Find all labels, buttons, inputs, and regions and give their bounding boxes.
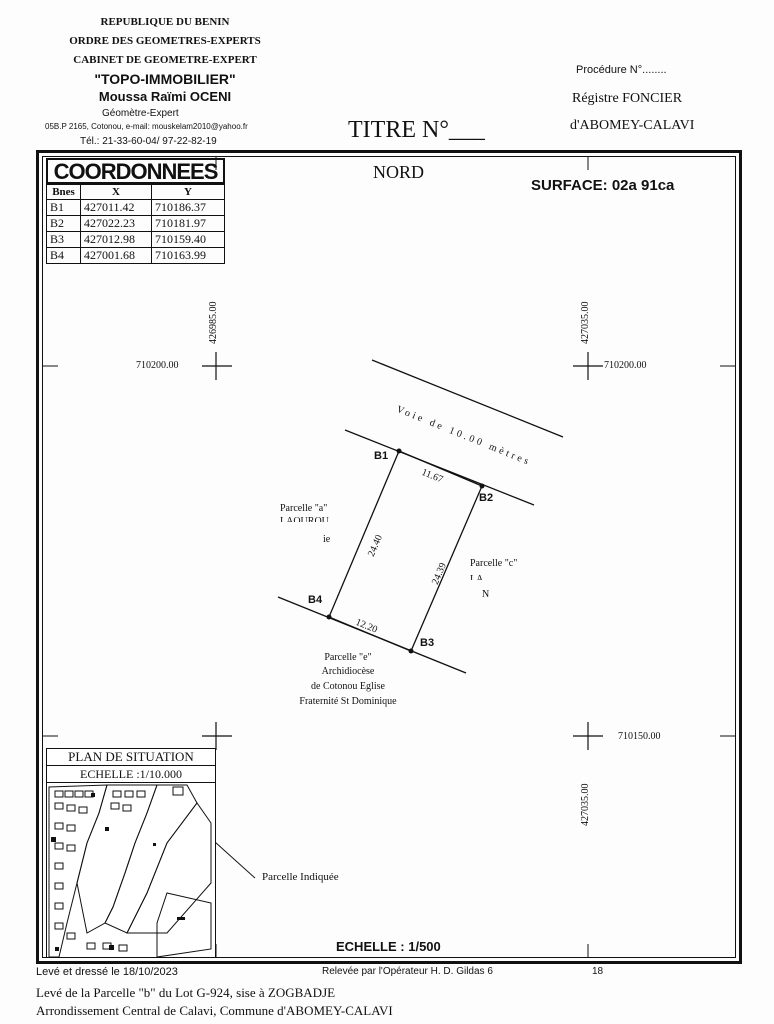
coordonnees-table: Bnes X Y B1 427011.42 710186.37 B2 42702… bbox=[46, 184, 225, 264]
parcelle-e-l2: Archidiocèse bbox=[321, 666, 375, 677]
grid-x-left: 426985.00 bbox=[208, 301, 219, 345]
situation-echelle: ECHELLE :1/10.000 bbox=[47, 766, 215, 783]
parcelle-polygon bbox=[328, 450, 483, 652]
procedure-number: Procédure N°........ bbox=[576, 64, 667, 76]
footer-relevee-tail: 18 bbox=[592, 966, 604, 977]
parcelle-a-owner2: ie bbox=[323, 534, 331, 545]
cell-x: 427012.98 bbox=[80, 231, 152, 248]
plan-frame-inner bbox=[42, 156, 736, 958]
parcelle-c-title: Parcelle "c" bbox=[470, 558, 518, 569]
footer-line1: Levé de la Parcelle "b" du Lot G-924, si… bbox=[36, 985, 336, 1000]
situation-map bbox=[48, 784, 212, 958]
borne-b2: B2 bbox=[479, 492, 494, 504]
coordonnees-title: COORDONNEES bbox=[46, 158, 225, 184]
voie-line-top bbox=[371, 359, 564, 438]
header-cabinet: CABINET DE GEOMETRE-EXPERT bbox=[73, 54, 257, 66]
col-header-bnes: Bnes bbox=[46, 184, 81, 200]
parcelle-e-title: Parcelle "e" bbox=[324, 652, 372, 663]
grid-y-bottom-right: 710150.00 bbox=[618, 731, 661, 742]
grid-crosses bbox=[202, 352, 603, 750]
header-republique: REPUBLIQUE DU BENIN bbox=[100, 16, 230, 28]
parcelle-e-l3: de Cotonou Eglise bbox=[311, 681, 385, 692]
surface-label: SURFACE: 02a 91ca bbox=[531, 177, 675, 194]
borne-b4: B4 bbox=[308, 594, 323, 606]
situation-title: PLAN DE SITUATION bbox=[47, 749, 215, 766]
parcelle-c-owner: LA bbox=[470, 574, 484, 580]
grid-x-right-bottom: 427035.00 bbox=[580, 783, 591, 827]
table-row: B3 427012.98 710159.40 bbox=[46, 231, 225, 248]
cell-x: 427022.23 bbox=[80, 215, 152, 232]
footer-leve: Levé et dressé le 18/10/2023 bbox=[36, 966, 178, 978]
plan-frame-outer bbox=[36, 150, 742, 964]
parcelle-c-owner2: N bbox=[482, 589, 490, 600]
nord-label: NORD bbox=[373, 162, 425, 182]
grid-y-top-left: 710200.00 bbox=[136, 360, 179, 371]
header-name: Moussa Raïmi OCENI bbox=[98, 89, 232, 104]
header-phone: Tél.: 21-33-60-04/ 97-22-82-19 bbox=[80, 136, 217, 147]
plan-situation: PLAN DE SITUATION ECHELLE :1/10.000 bbox=[46, 748, 216, 958]
parcelle-indiquee-label: Parcelle Indiquée bbox=[262, 871, 339, 883]
commune: d'ABOMEY-CALAVI bbox=[570, 118, 695, 133]
grid-x-right: 427035.00 bbox=[580, 301, 591, 345]
cell-borne: B4 bbox=[46, 247, 81, 264]
registre-foncier: Régistre FONCIER bbox=[572, 91, 683, 106]
cell-x: 427001.68 bbox=[80, 247, 152, 264]
grid-ticks bbox=[42, 156, 736, 958]
footer-relevee: Relevée par l'Opérateur H. D. Gildas 6 bbox=[322, 966, 493, 977]
parcelle-e-l4: Fraternité St Dominique bbox=[299, 696, 397, 707]
table-row: B1 427011.42 710186.37 bbox=[46, 199, 225, 216]
parcelle-a-owner: LAOUROU bbox=[280, 516, 329, 522]
cell-y: 710163.99 bbox=[151, 247, 225, 264]
titre-number: TITRE N°___ bbox=[348, 117, 485, 143]
header-title: Géomètre-Expert bbox=[102, 108, 179, 119]
echelle-label: ECHELLE : 1/500 bbox=[336, 939, 441, 954]
borne-b3: B3 bbox=[420, 637, 435, 649]
grid-y-top-right: 710200.00 bbox=[604, 360, 647, 371]
footer-line2: Arrondissement Central de Calavi, Commun… bbox=[36, 1003, 393, 1018]
header-ordre: ORDRE DES GEOMETRES-EXPERTS bbox=[69, 35, 261, 47]
header-address: 05B.P 2165, Cotonou, e-mail: mouskelam20… bbox=[45, 122, 248, 131]
header-topo: "TOPO-IMMOBILIER" bbox=[94, 71, 236, 87]
table-row: B4 427001.68 710163.99 bbox=[46, 247, 225, 264]
parcelle-a-title: Parcelle "a" bbox=[280, 503, 328, 514]
borne-points bbox=[326, 448, 485, 654]
borne-b1: B1 bbox=[374, 450, 389, 462]
